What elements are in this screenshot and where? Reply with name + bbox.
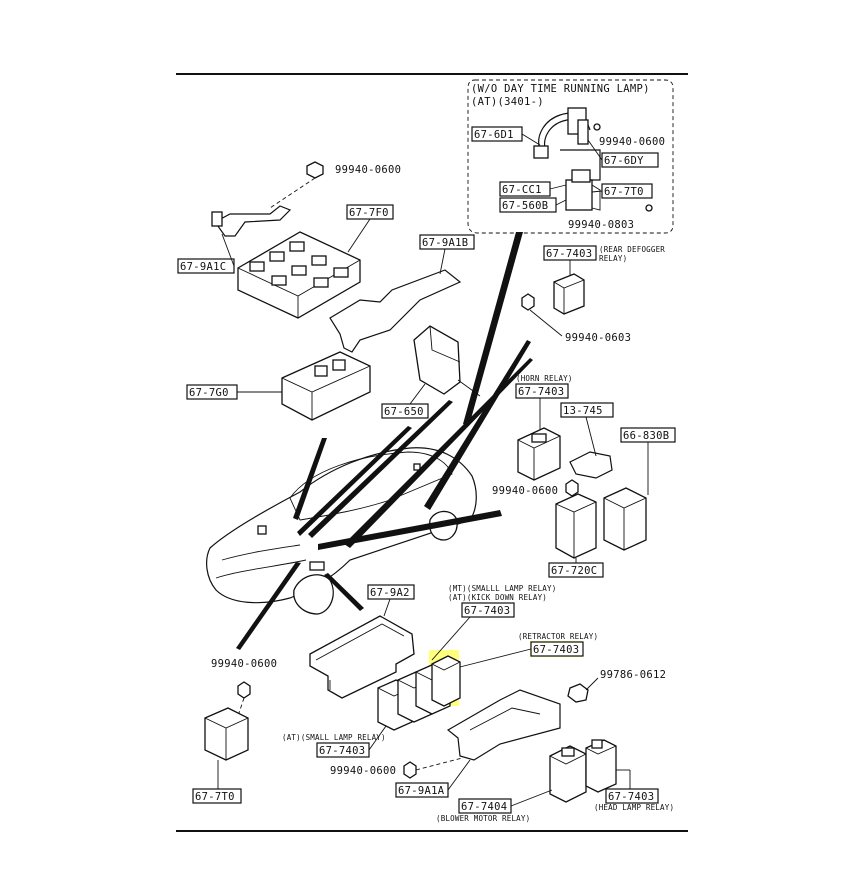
callout-67-7403-rear-defogger: 67-7403 xyxy=(546,248,592,260)
leader-blade-9 xyxy=(324,573,364,611)
bolt-label-inset-1: 99940-0600 xyxy=(599,136,665,148)
bracket-9A1C xyxy=(211,205,292,237)
leader-blade-3 xyxy=(344,358,533,548)
relay-rear-defogger xyxy=(553,273,585,315)
callout-67-6D1: 67-6D1 xyxy=(474,129,514,141)
note-rear-defogger-2: RELAY) xyxy=(599,254,627,263)
callout-67-9A1A: 67-9A1A xyxy=(398,785,445,797)
relay-720C xyxy=(555,493,597,559)
inset-border xyxy=(467,79,674,234)
inset-title-line2: (AT)(3401-) xyxy=(471,96,544,108)
fuse-box-7F0 xyxy=(237,231,361,319)
bolt-icon-top xyxy=(306,161,324,179)
callout-67-7403-horn: 67-7403 xyxy=(518,386,564,398)
relay-7T0 xyxy=(204,707,249,761)
callout-67-7403-retractor: 67-7403 xyxy=(533,644,579,656)
relay-row-small-lamp xyxy=(377,655,461,731)
callout-67-650: 67-650 xyxy=(384,406,424,418)
bracket-9A1A xyxy=(446,689,561,761)
leader-blade-2 xyxy=(424,340,531,510)
callout-67-560B: 67-560B xyxy=(502,200,548,212)
bolt-label-0603: 99940-0603 xyxy=(565,332,631,344)
bolt-icon-0612 xyxy=(567,683,589,703)
leader-blade-6 xyxy=(293,438,327,520)
bolt-icon-horn xyxy=(565,479,579,497)
inset-bolt2-icon xyxy=(645,204,653,212)
callout-67-7T0: 67-7T0 xyxy=(195,791,235,803)
note-retractor-relay: (RETRACTOR RELAY) xyxy=(518,632,598,641)
bolt-label-0612: 99786-0612 xyxy=(600,669,666,681)
leader-blade-4 xyxy=(318,510,502,550)
relay-blower-head xyxy=(549,739,617,803)
relay-block-7G0 xyxy=(281,351,371,421)
note-rear-defogger-1: (REAR DEFOGGER xyxy=(599,245,665,254)
bracket-9A1B xyxy=(329,269,462,353)
bolt-icon-0603 xyxy=(521,293,535,311)
callout-67-6DY: 67-6DY xyxy=(604,155,644,167)
relay-cover-9A2 xyxy=(309,615,415,699)
inset-wiring-harness xyxy=(533,107,601,211)
callout-67-7T0-inset: 67-7T0 xyxy=(604,186,644,198)
relay-830B xyxy=(603,487,647,551)
note-at-small-lamp: (AT)(SMALL LAMP RELAY) xyxy=(282,733,386,742)
callout-67-720C: 67-720C xyxy=(551,565,597,577)
bolt-label-inset-2: 99940-0803 xyxy=(568,219,634,231)
callout-67-7404: 67-7404 xyxy=(461,801,507,813)
bolt-label-left: 99940-0600 xyxy=(211,658,277,670)
leader-blade-8 xyxy=(236,562,301,650)
note-mt-small-lamp: (MT)(SMALLL LAMP RELAY) xyxy=(448,584,556,593)
leader-blade-7 xyxy=(297,426,412,536)
note-at-kick-down: (AT)(KICK DOWN RELAY) xyxy=(448,593,547,602)
bolt-icon-left xyxy=(237,681,251,699)
note-horn-relay: (HORN RELAY) xyxy=(516,374,573,383)
leader-blade-1 xyxy=(463,232,523,426)
callout-67-9A2: 67-9A2 xyxy=(370,587,410,599)
callout-67-9A1C: 67-9A1C xyxy=(180,261,226,273)
callout-67-7G0: 67-7G0 xyxy=(189,387,229,399)
callout-13-745: 13-745 xyxy=(563,405,603,417)
leader-blade-5 xyxy=(308,400,453,538)
callout-67-7403-mt: 67-7403 xyxy=(464,605,510,617)
callout-66-830B: 66-830B xyxy=(623,430,669,442)
bolt-label-bottom: 99940-0600 xyxy=(330,765,396,777)
inset-bolt-icon xyxy=(593,123,601,131)
bolt-label-top: 99940-0600 xyxy=(335,164,401,176)
note-head-lamp-relay: (HEAD LAMP RELAY) xyxy=(594,803,674,812)
callout-67-9A1B: 67-9A1B xyxy=(422,237,468,249)
bolt-label-horn: 99940-0600 xyxy=(492,485,558,497)
bracket-13-745 xyxy=(569,451,613,479)
relay-horn xyxy=(517,427,561,481)
note-blower-motor-relay: (BLOWER MOTOR RELAY) xyxy=(436,814,530,823)
inset-title-line1: (W/O DAY TIME RUNNING LAMP) xyxy=(471,83,650,95)
callout-67-7F0: 67-7F0 xyxy=(349,207,389,219)
bolt-icon-bottom xyxy=(403,761,417,779)
callout-67-7403-small: 67-7403 xyxy=(319,745,365,757)
module-650 xyxy=(413,325,481,397)
callout-67-CC1: 67-CC1 xyxy=(502,184,542,196)
callout-67-7403-head: 67-7403 xyxy=(608,791,654,803)
